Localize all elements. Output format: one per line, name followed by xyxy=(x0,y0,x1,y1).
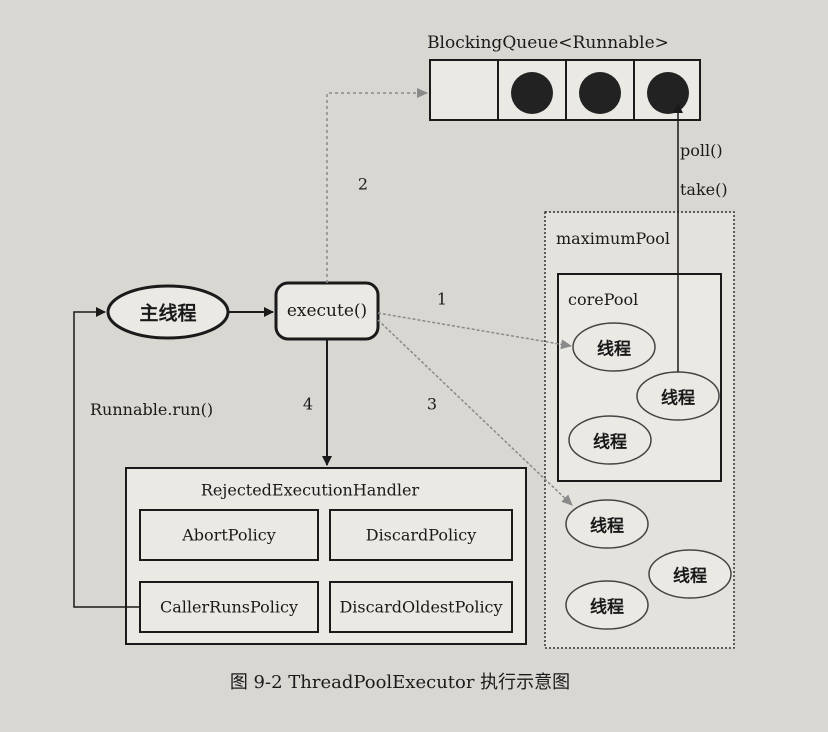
queue-task-dot xyxy=(511,72,553,114)
thread-ellipses xyxy=(565,322,732,630)
step-4-label: 4 xyxy=(302,394,314,414)
runnable-run-label: Runnable.run() xyxy=(90,400,214,419)
policy-abort: AbortPolicy xyxy=(182,525,276,545)
thread-label: 线程 xyxy=(593,432,627,453)
maximum-pool-label: maximumPool xyxy=(556,229,670,248)
core-pool-label: corePool xyxy=(568,290,639,309)
step-2-label: 2 xyxy=(357,174,369,194)
thread-label: 线程 xyxy=(661,388,695,409)
arrow-callerruns-to-main xyxy=(73,307,140,608)
thread-label: 线程 xyxy=(597,339,631,360)
queue-task-dot xyxy=(579,72,621,114)
step-3-label: 3 xyxy=(426,394,438,414)
policy-caller-runs: CallerRunsPolicy xyxy=(160,597,298,617)
policy-discard-oldest: DiscardOldestPolicy xyxy=(339,597,503,617)
rejected-handler-box xyxy=(125,467,527,645)
queue-label: BlockingQueue<Runnable> xyxy=(427,33,669,53)
thread-label: 线程 xyxy=(590,516,624,537)
main-thread-label: 主线程 xyxy=(139,302,197,325)
figure-caption: 图 9-2 ThreadPoolExecutor 执行示意图 xyxy=(229,672,571,693)
take-label: take() xyxy=(680,180,728,199)
thread-label: 线程 xyxy=(673,566,707,587)
execute-label: execute() xyxy=(286,301,368,321)
poll-label: poll() xyxy=(680,141,723,160)
handler-title: RejectedExecutionHandler xyxy=(200,480,420,500)
policy-discard: DiscardPolicy xyxy=(365,525,477,545)
arrow-execute-to-queue xyxy=(326,88,428,283)
arrow-execute-to-core-thread xyxy=(377,312,572,350)
blocking-queue xyxy=(429,59,701,121)
queue-task-dot xyxy=(647,72,689,114)
step-1-label: 1 xyxy=(436,289,448,309)
thread-label: 线程 xyxy=(590,597,624,618)
